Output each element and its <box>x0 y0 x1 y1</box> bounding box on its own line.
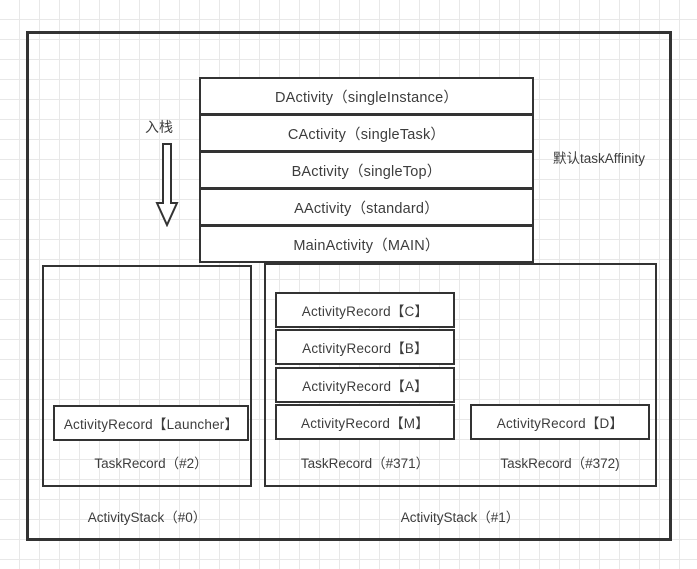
activity-stack-1-box <box>264 263 657 487</box>
activity-record-b: ActivityRecord【B】 <box>275 329 455 365</box>
activity-record-launcher: ActivityRecord【Launcher】 <box>53 405 249 441</box>
push-stack-label: 入栈 <box>145 119 173 135</box>
task-record-372-label: TaskRecord（#372) <box>500 456 620 471</box>
task-stack-row-dactivity: DActivity（singleInstance） <box>199 77 534 115</box>
task-stack-row-mainactivity: MainActivity（MAIN） <box>199 225 534 263</box>
task-record-2-label: TaskRecord（#2） <box>94 456 208 471</box>
activity-stack-1-label: ActivityStack（#1） <box>400 510 520 525</box>
activity-record-m: ActivityRecord【M】 <box>275 404 455 440</box>
activity-stack-0-box <box>42 265 252 487</box>
task-record-371-label: TaskRecord（#371） <box>300 456 430 471</box>
activity-record-d: ActivityRecord【D】 <box>470 404 650 440</box>
activity-record-c: ActivityRecord【C】 <box>275 292 455 328</box>
activity-stack-0-label: ActivityStack（#0） <box>87 510 207 525</box>
activity-record-a: ActivityRecord【A】 <box>275 367 455 403</box>
arrow-down-icon <box>155 143 179 228</box>
task-stack-row-aactivity: AActivity（standard） <box>199 188 534 226</box>
diagram-outer-frame <box>26 31 672 541</box>
default-task-affinity-note: 默认taskAffinity <box>553 151 646 166</box>
task-stack-row-bactivity: BActivity（singleTop） <box>199 151 534 189</box>
task-stack-row-cactivity: CActivity（singleTask） <box>199 114 534 152</box>
